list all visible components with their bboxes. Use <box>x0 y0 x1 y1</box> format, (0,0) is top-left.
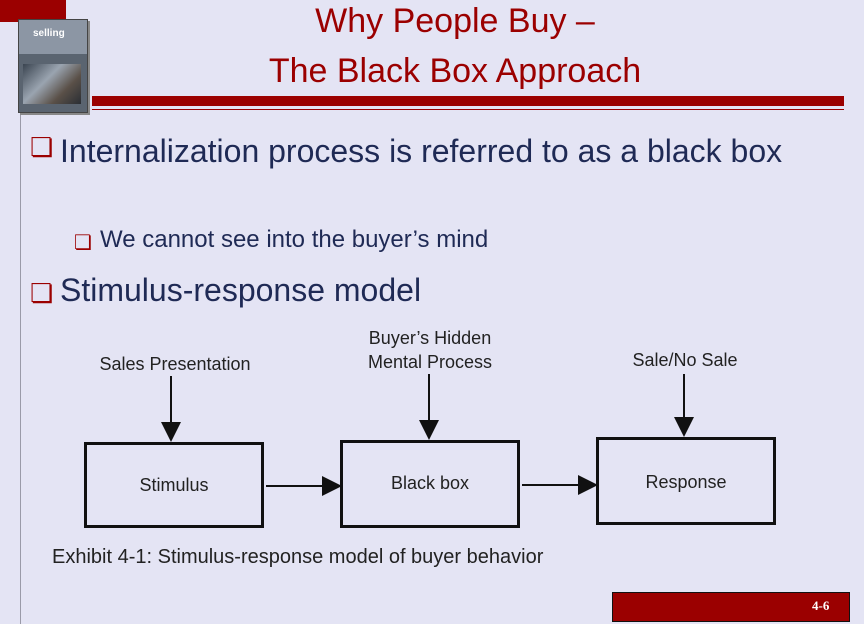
bullet-text-3: Stimulus-response model <box>60 272 422 308</box>
label-sales-presentation: Sales Presentation <box>99 354 251 374</box>
box-stimulus: Stimulus <box>84 442 264 528</box>
book-cover-photo <box>23 64 81 104</box>
title-underline-bar <box>92 96 844 106</box>
left-margin-rule <box>20 96 21 624</box>
box-response: Response <box>596 437 776 525</box>
bullet-checkbox-icon: ❏ <box>30 278 54 308</box>
label-hidden-mental-process: Buyer’s Hidden Mental Process <box>330 326 530 374</box>
exhibit-caption: Exhibit 4-1: Stimulus-response model of … <box>52 546 544 568</box>
book-cover-band <box>19 20 87 54</box>
slide-title-line-2: The Black Box Approach <box>268 52 642 90</box>
bullet-text-2: We cannot see into the buyer’s mind <box>100 226 489 253</box>
bullet-checkbox-icon: ❏ <box>30 132 54 162</box>
sub-bullet-checkbox-icon: ❏ <box>74 232 92 254</box>
box-black-box: Black box <box>340 440 520 528</box>
page-number-bar <box>612 592 850 622</box>
label-sale-no-sale: Sale/No Sale <box>632 350 738 370</box>
slide-title-line-1: Why People Buy – <box>315 2 595 40</box>
title-underline-rule <box>92 109 844 110</box>
book-cover-image: selling <box>18 19 88 113</box>
page-number: 4-6 <box>812 598 830 613</box>
label-hidden-line-2: Mental Process <box>367 352 493 372</box>
corner-accent-block <box>0 0 66 22</box>
book-cover-word: selling <box>33 28 65 39</box>
bullet-text-1: Internalization process is referred to a… <box>60 133 783 169</box>
label-hidden-line-1: Buyer’s Hidden <box>368 328 492 348</box>
